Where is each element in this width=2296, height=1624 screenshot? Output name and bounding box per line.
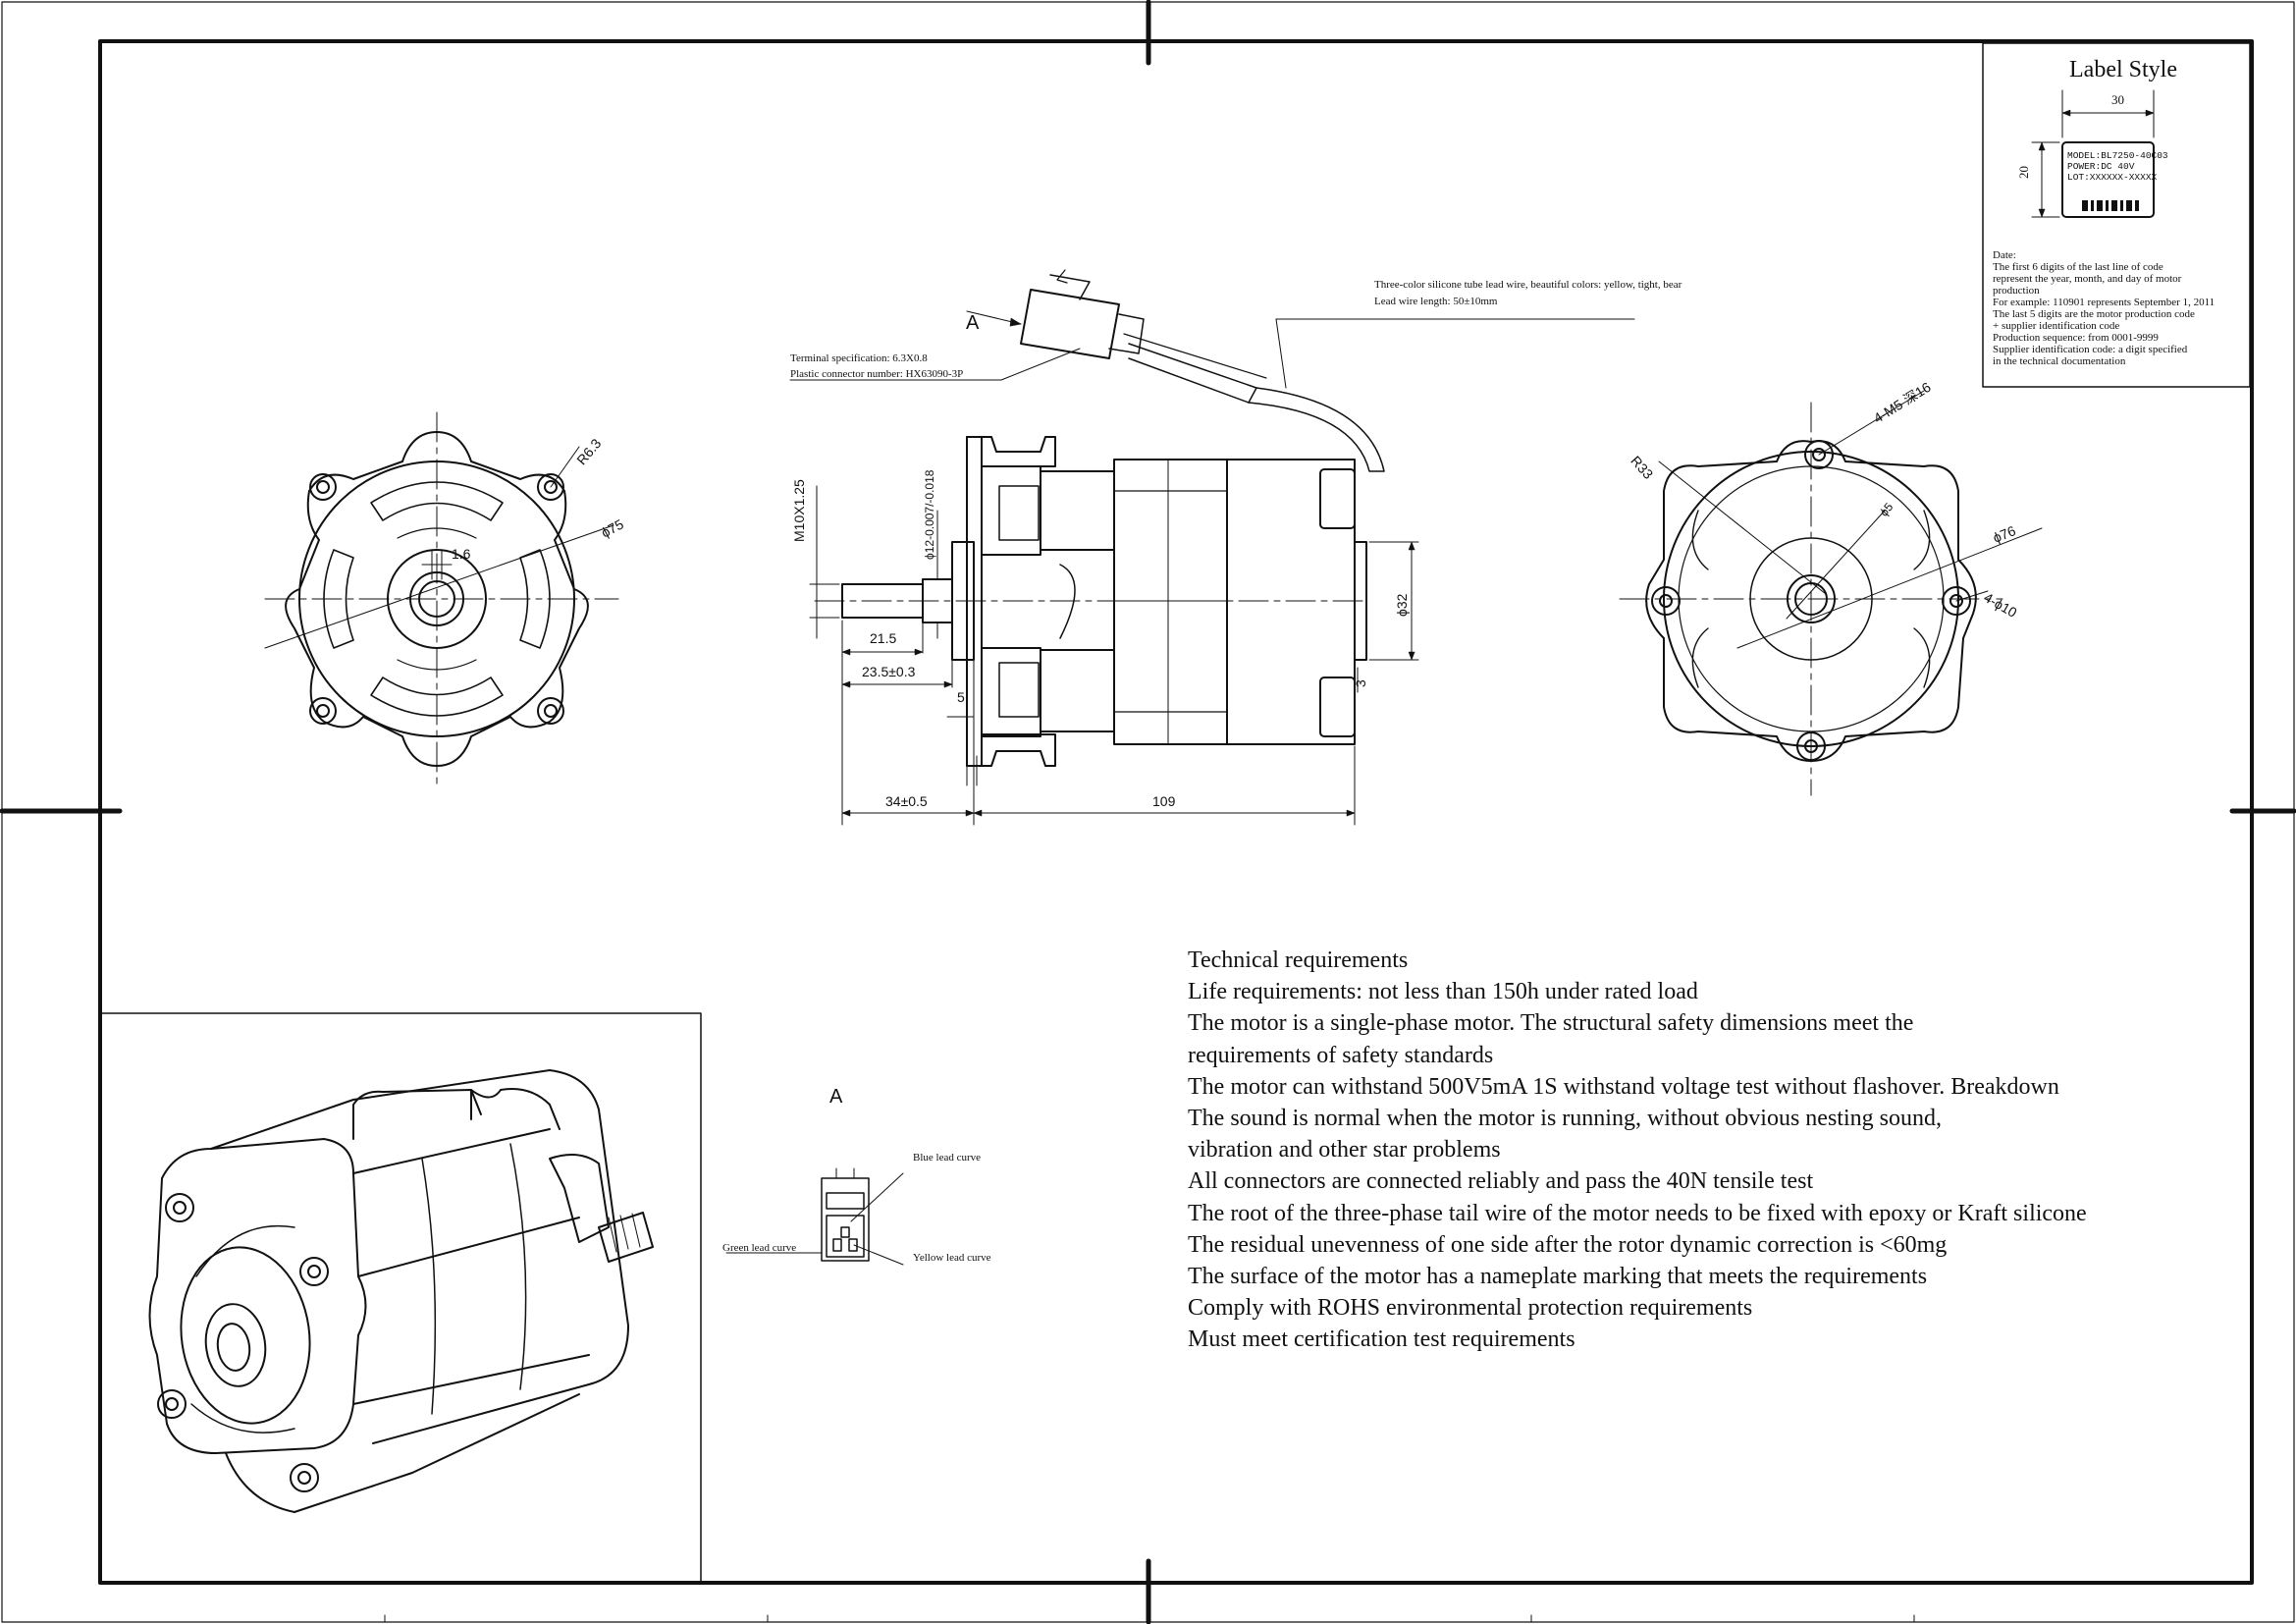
label-note: The last 5 digits are the motor producti… xyxy=(1993,308,2195,320)
nameplate-line: LOT:XXXXXX-XXXXX xyxy=(2067,172,2158,183)
thread-dim: M10X1.25 xyxy=(791,479,807,542)
view-a-label: A xyxy=(829,1086,843,1108)
requirement-line: Must meet certification test requirement… xyxy=(1188,1326,1575,1353)
dim-32: ϕ32 xyxy=(1394,593,1410,617)
requirement-line: requirements of safety standards xyxy=(1188,1042,1494,1068)
green-lead-label: Green lead curve xyxy=(722,1242,797,1254)
lead-wire-desc: Three-color silicone tube lead wire, bea… xyxy=(1374,279,1682,291)
isometric-view xyxy=(99,1012,702,1584)
requirement-line: The sound is normal when the motor is ru… xyxy=(1188,1106,1942,1132)
requirement-line: All connectors are connected reliably an… xyxy=(1188,1168,1814,1195)
view-a-detail xyxy=(725,1167,904,1266)
dim-34: 34±0.5 xyxy=(885,793,928,809)
label-note: in the technical documentation xyxy=(1993,355,2126,367)
label-note: For example: 110901 represents September… xyxy=(1993,297,2216,308)
bottom-ticks xyxy=(384,1614,1915,1623)
requirement-line: The motor can withstand 500V5mA 1S withs… xyxy=(1188,1073,2059,1100)
nameplate-line: POWER:DC 40V xyxy=(2067,161,2135,172)
blue-lead-label: Blue lead curve xyxy=(913,1152,982,1164)
dim-5: 5 xyxy=(957,689,965,705)
label-note: production xyxy=(1993,285,2040,297)
requirement-line: The root of the three-phase tail wire of… xyxy=(1188,1200,2087,1226)
view-a-marker: A xyxy=(966,312,980,334)
label-width-dim: 30 xyxy=(2111,92,2124,107)
yellow-lead-label: Yellow lead curve xyxy=(913,1252,991,1264)
requirement-line: Life requirements: not less than 150h un… xyxy=(1188,979,1698,1005)
label-note: Date: xyxy=(1993,249,2016,261)
label-note: represent the year, month, and day of mo… xyxy=(1993,273,2182,285)
shaft-dim: ϕ12-0.007/-0.018 xyxy=(923,469,936,560)
label-note: Production sequence: from 0001-9999 xyxy=(1993,332,2159,344)
label-note: + supplier identification code xyxy=(1993,320,2120,332)
requirement-line: Comply with ROHS environmental protectio… xyxy=(1188,1295,1753,1322)
front-view xyxy=(264,411,619,786)
requirement-line: The motor is a single-phase motor. The s… xyxy=(1188,1010,1914,1037)
label-style-box xyxy=(1982,42,2251,388)
label-note: Supplier identification code: a digit sp… xyxy=(1993,344,2188,355)
front-small-dim: 1.6 xyxy=(452,546,471,562)
nameplate-rect xyxy=(2061,141,2155,218)
requirement-line: vibration and other star problems xyxy=(1188,1137,1501,1164)
connector-number: Plastic connector number: HX63090-3P xyxy=(790,368,964,380)
nameplate-line: MODEL:BL7250-40C03 xyxy=(2067,150,2168,161)
label-height-dim: 20 xyxy=(2016,166,2031,179)
requirements-heading: Technical requirements xyxy=(1188,947,1409,973)
rear-view xyxy=(1619,390,2043,796)
dim-3: 3 xyxy=(1353,679,1368,687)
nameplate-text: MODEL:BL7250-40C03 POWER:DC 40V LOT:XXXX… xyxy=(2067,150,2168,183)
lead-wire-length: Lead wire length: 50±10mm xyxy=(1374,296,1498,307)
requirement-line: The surface of the motor has a nameplate… xyxy=(1188,1264,1928,1290)
label-note: The first 6 digits of the last line of c… xyxy=(1993,261,2163,273)
dim-109: 109 xyxy=(1152,793,1176,809)
dim-21-5: 21.5 xyxy=(870,630,897,646)
technical-requirements: Technical requirements Life requirements… xyxy=(1188,945,2087,1356)
label-notes: Date: The first 6 digits of the last lin… xyxy=(1993,249,2215,367)
side-view xyxy=(789,269,1635,826)
label-style-title: Label Style xyxy=(2069,57,2177,82)
terminal-spec: Terminal specification: 6.3X0.8 xyxy=(790,352,928,364)
dim-23-5: 23.5±0.3 xyxy=(862,664,916,679)
requirement-line: The residual unevenness of one side afte… xyxy=(1188,1231,1948,1258)
